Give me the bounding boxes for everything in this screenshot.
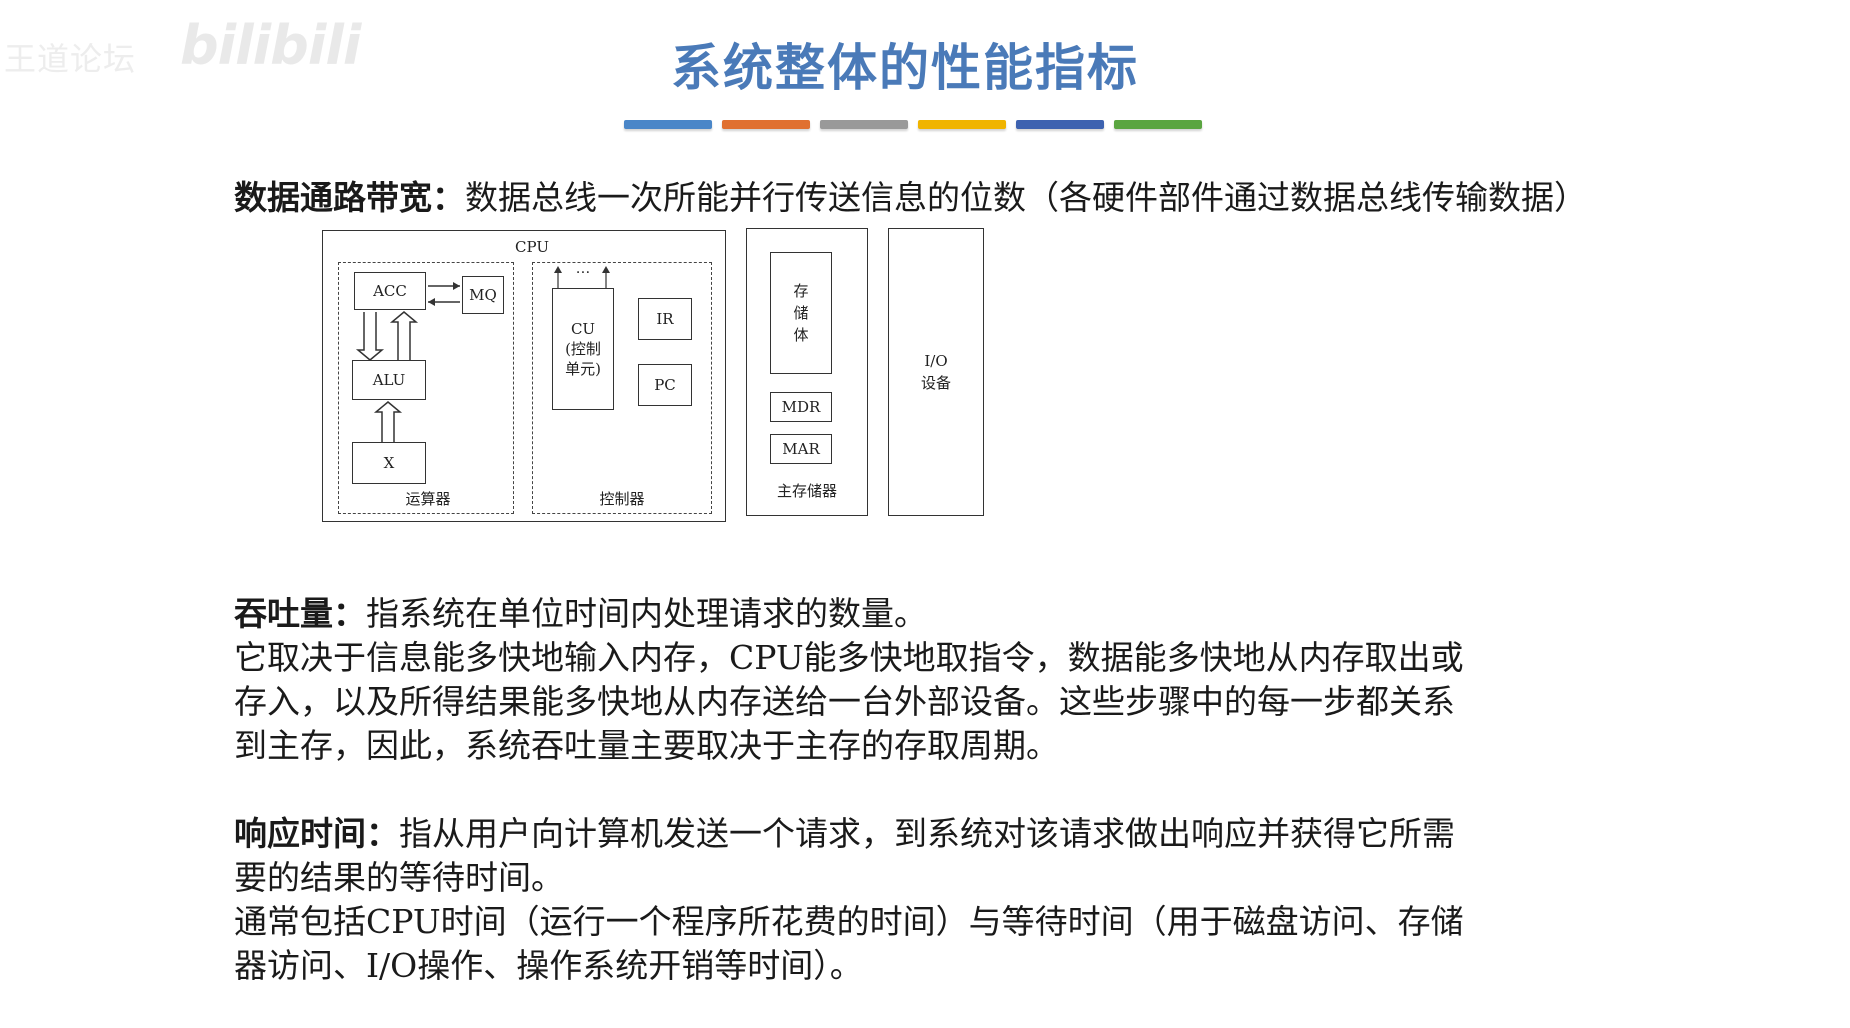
throughput-term: 吞吐量： <box>234 594 366 633</box>
cu-label-3: 单元) <box>565 360 601 378</box>
mq-box <box>462 276 504 314</box>
alu-unit-label: 运算器 <box>405 490 451 508</box>
computer-structure-diagram: CPU 运算器 ACC MQ ALU X 控制器 · · · CU (控制 单元… <box>318 226 984 526</box>
mar-label: MAR <box>782 440 820 458</box>
memory-body-label-1: 存 <box>793 282 809 300</box>
pc-box <box>638 364 692 406</box>
memory-body-box <box>770 252 832 374</box>
acc-box <box>354 272 426 310</box>
color-strip-segment <box>1016 120 1104 129</box>
alu-box <box>352 360 426 400</box>
page-title: 系统整体的性能指标 <box>671 39 1139 97</box>
response-line-4: 器访问、I/O操作、操作系统开销等时间）。 <box>234 946 863 985</box>
alu-unit-region <box>338 262 514 514</box>
ir-label: IR <box>656 310 674 328</box>
io-label-2: 设备 <box>920 374 951 392</box>
alu-label: ALU <box>372 371 406 389</box>
controller-label: 控制器 <box>599 490 645 508</box>
color-strip-segment <box>624 120 712 129</box>
watermark: 王道论坛 bilibili <box>4 4 361 78</box>
response-line-2: 要的结果的等待时间。 <box>234 858 564 897</box>
mar-box <box>770 434 832 464</box>
bandwidth-text: 数据总线一次所能并行传送信息的位数（各硬件部件通过数据总线传输数据） <box>465 178 1587 217</box>
mdr-label: MDR <box>781 398 821 416</box>
cu-box <box>552 288 614 410</box>
throughput-paragraph: 吞吐量：指系统在单位时间内处理请求的数量。 它取决于信息能多快地输入内存，CPU… <box>234 592 1464 768</box>
cpu-label: CPU <box>515 238 549 256</box>
color-strip-segment <box>722 120 810 129</box>
diagram-arrows <box>355 266 610 442</box>
cu-label-2: (控制 <box>565 340 601 358</box>
controller-region <box>532 262 712 514</box>
x-label: X <box>383 454 395 472</box>
throughput-line-3: 存入，以及所得结果能多快地从内存送给一台外部设备。这些步骤中的每一步都关系 <box>234 682 1455 721</box>
acc-label: ACC <box>373 282 407 300</box>
mq-label: MQ <box>469 286 497 304</box>
cu-label-1: CU <box>570 320 596 338</box>
throughput-line-4: 到主存，因此，系统吞吐量主要取决于主存的存取周期。 <box>234 726 1059 765</box>
bandwidth-term: 数据通路带宽： <box>234 178 465 217</box>
bilibili-logo: bilibili <box>180 14 361 77</box>
io-device-box <box>888 228 984 516</box>
throughput-line-1: 指系统在单位时间内处理请求的数量。 <box>366 594 927 633</box>
watermark-text: 王道论坛 <box>4 40 137 78</box>
main-memory-label: 主存储器 <box>776 482 837 500</box>
x-box <box>352 442 426 484</box>
throughput-line-2: 它取决于信息能多快地输入内存，CPU能多快地取指令，数据能多快地从内存取出或 <box>234 638 1464 677</box>
io-label-1: I/O <box>924 352 948 370</box>
ir-box <box>638 298 692 340</box>
response-term: 响应时间： <box>234 814 399 853</box>
color-strip-segment <box>820 120 908 129</box>
color-strip-segment <box>918 120 1006 129</box>
bandwidth-paragraph: 数据通路带宽：数据总线一次所能并行传送信息的位数（各硬件部件通过数据总线传输数据… <box>234 176 1587 220</box>
memory-body-label-3: 体 <box>793 326 809 344</box>
bus-dots: · · · <box>575 265 590 281</box>
memory-body-label-2: 储 <box>793 304 809 322</box>
pc-label: PC <box>654 376 676 394</box>
response-time-paragraph: 响应时间：指从用户向计算机发送一个请求，到系统对该请求做出响应并获得它所需 要的… <box>234 812 1464 988</box>
mdr-box <box>770 392 832 422</box>
response-line-3: 通常包括CPU时间（运行一个程序所花费的时间）与等待时间（用于磁盘访问、存储 <box>234 902 1464 941</box>
title-color-strip <box>624 120 1202 132</box>
color-strip-segment <box>1114 120 1202 129</box>
response-line-1: 指从用户向计算机发送一个请求，到系统对该请求做出响应并获得它所需 <box>399 814 1455 853</box>
